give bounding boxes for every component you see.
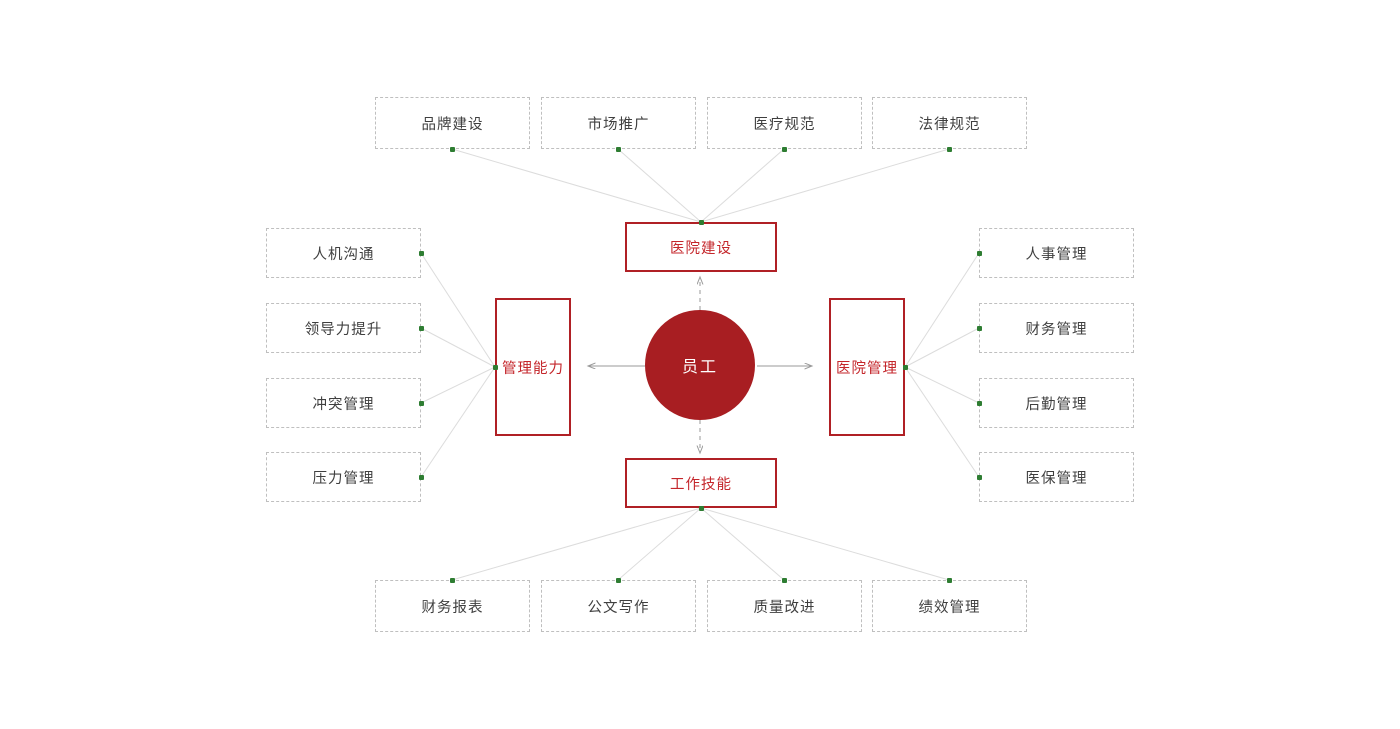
branch-node-management-ability[interactable]: 管理能力 [495,298,571,436]
wire-insurance-management [904,366,980,478]
wire-quality-improvement [700,507,785,581]
branch-node-work-skills[interactable]: 工作技能 [625,458,777,508]
leaf-node-financial-statements[interactable]: 财务报表 [375,580,530,632]
leaf-node-brand-building[interactable]: 品牌建设 [375,97,530,149]
wire-conflict-management [420,366,496,404]
leaf-node-medical-standards-label: 医疗规范 [753,116,816,133]
wire-market-promotion [617,148,702,223]
branch-node-management-ability-label: 管理能力 [502,360,564,377]
leaf-node-hr-management-label: 人事管理 [1025,246,1088,263]
branch-node-hospital-management-label: 医院管理 [836,360,898,377]
leaf-node-logistics-management-label: 后勤管理 [1025,396,1088,413]
leaf-node-insurance-management[interactable]: 医保管理 [979,452,1134,502]
leaf-node-leadership-improve-label: 领导力提升 [304,321,383,338]
core-node-employee[interactable]: 员工 [645,310,755,420]
leaf-node-stress-management[interactable]: 压力管理 [266,452,421,502]
core-node-label: 员工 [681,359,718,376]
leaf-node-quality-improvement-label: 质量改进 [753,599,816,616]
leaf-node-finance-management-label: 财务管理 [1025,321,1088,338]
leaf-node-human-machine-comm[interactable]: 人机沟通 [266,228,421,278]
leaf-node-performance-mgmt[interactable]: 绩效管理 [872,580,1027,632]
leaf-node-hr-management[interactable]: 人事管理 [979,228,1134,278]
wire-brand-building [451,148,702,223]
leaf-node-quality-improvement[interactable]: 质量改进 [707,580,862,632]
leaf-node-market-promotion-label: 市场推广 [587,116,650,133]
leaf-node-logistics-management[interactable]: 后勤管理 [979,378,1134,428]
leaf-node-conflict-management[interactable]: 冲突管理 [266,378,421,428]
leaf-node-medical-standards[interactable]: 医疗规范 [707,97,862,149]
wire-official-writing [617,507,702,581]
leaf-node-leadership-improve[interactable]: 领导力提升 [266,303,421,353]
leaf-node-financial-statements-label: 财务报表 [421,599,484,616]
branch-node-hospital-management[interactable]: 医院管理 [829,298,905,436]
wire-performance-mgmt [700,507,950,581]
leaf-node-conflict-management-label: 冲突管理 [312,396,375,413]
wire-finance-management [904,327,980,368]
leaf-node-market-promotion[interactable]: 市场推广 [541,97,696,149]
wire-human-machine-comm [420,252,496,368]
leaf-node-performance-mgmt-label: 绩效管理 [918,599,981,616]
wire-leadership-improve [420,327,496,368]
branch-node-hospital-construction-label: 医院建设 [670,240,732,257]
wire-stress-management [420,366,496,478]
leaf-node-finance-management[interactable]: 财务管理 [979,303,1134,353]
wire-medical-standards [700,148,785,223]
branch-node-work-skills-label: 工作技能 [670,476,732,493]
leaf-node-legal-standards-label: 法律规范 [918,116,981,133]
leaf-node-legal-standards[interactable]: 法律规范 [872,97,1027,149]
wire-hr-management [904,252,980,368]
wire-logistics-management [904,366,980,404]
wire-financial-statements [451,507,702,581]
branch-node-hospital-construction[interactable]: 医院建设 [625,222,777,272]
leaf-node-insurance-management-label: 医保管理 [1025,470,1088,487]
leaf-node-brand-building-label: 品牌建设 [421,116,484,133]
leaf-node-human-machine-comm-label: 人机沟通 [312,246,375,263]
wire-legal-standards [700,148,950,223]
leaf-node-official-writing[interactable]: 公文写作 [541,580,696,632]
leaf-node-official-writing-label: 公文写作 [587,599,650,616]
leaf-node-stress-management-label: 压力管理 [312,470,375,487]
